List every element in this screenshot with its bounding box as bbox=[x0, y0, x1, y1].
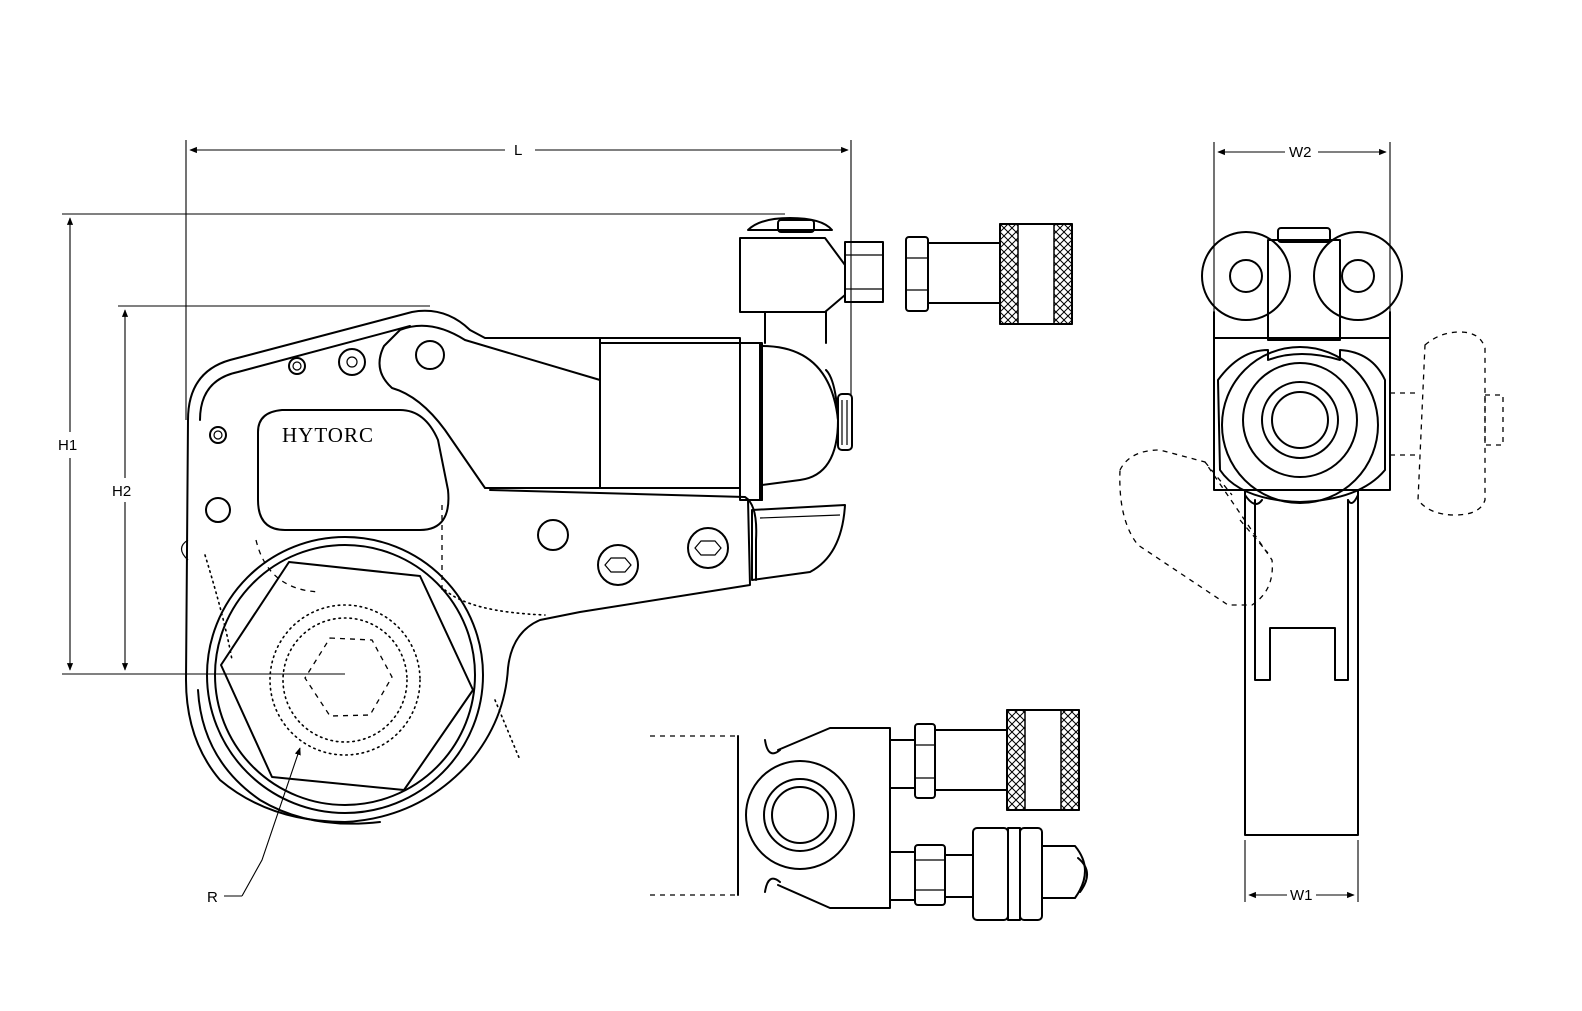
reaction-foot bbox=[751, 504, 846, 581]
hydraulic-cylinder bbox=[599, 337, 741, 489]
dimension-label-L: L bbox=[514, 142, 522, 159]
dimension-H1: H1 bbox=[58, 213, 785, 675]
dimension-label-R: R bbox=[207, 889, 218, 906]
dimension-label-W1: W1 bbox=[1290, 887, 1313, 904]
side-view: HYTORC bbox=[180, 217, 1073, 825]
dimension-W2: W2 bbox=[1213, 142, 1391, 312]
dimension-L: L bbox=[185, 140, 852, 420]
dimension-W1: W1 bbox=[1244, 840, 1359, 904]
dimension-H2: H2 bbox=[112, 305, 430, 671]
brand-plate bbox=[257, 409, 450, 531]
tool-body-outline bbox=[185, 309, 761, 823]
dimension-label-W2: W2 bbox=[1289, 144, 1312, 161]
ratchet-ring-inner bbox=[214, 544, 476, 806]
brand-label: HYTORC bbox=[282, 423, 374, 447]
ratchet-ring-outer bbox=[206, 536, 484, 814]
front-view bbox=[1119, 227, 1504, 836]
dimension-R: R bbox=[207, 747, 301, 906]
hex-nut bbox=[220, 561, 474, 791]
swivel-detail-view bbox=[650, 709, 1088, 921]
link-arm bbox=[378, 324, 601, 489]
swivel-fitting bbox=[739, 217, 1073, 344]
dimension-label-H1: H1 bbox=[58, 437, 77, 454]
dimension-label-H2: H2 bbox=[112, 483, 131, 500]
